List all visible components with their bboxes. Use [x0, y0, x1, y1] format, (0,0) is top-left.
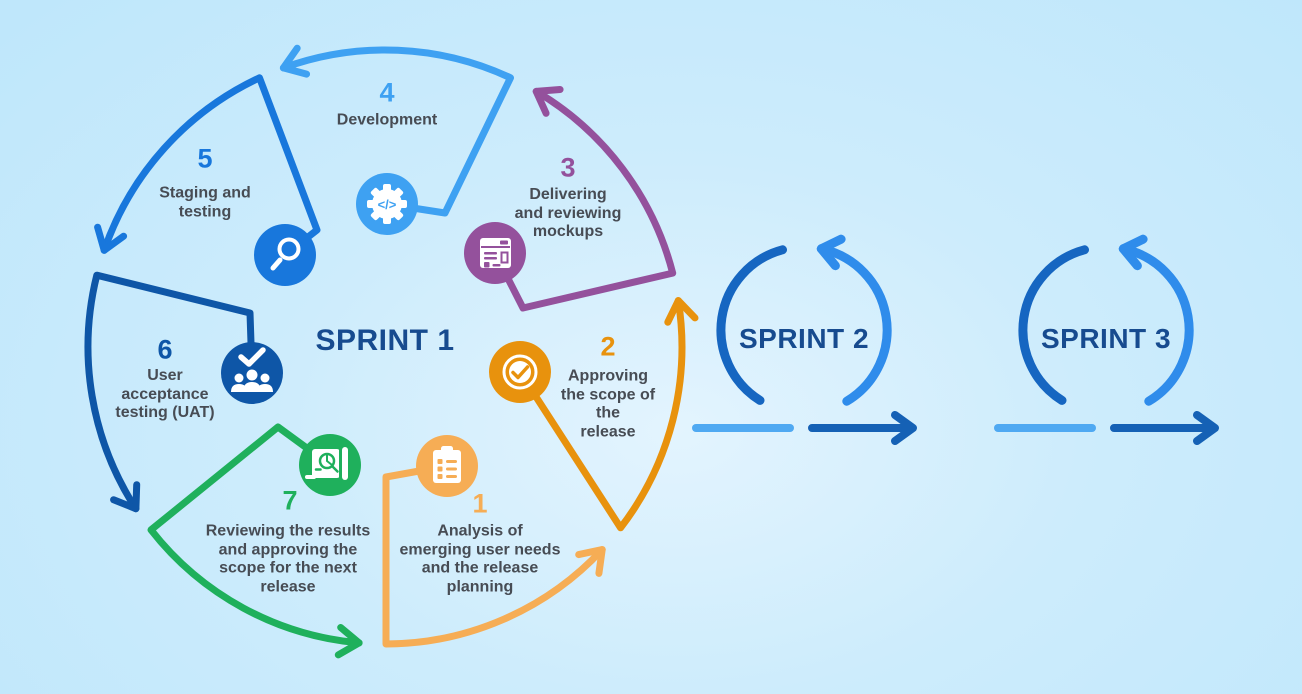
step-6-number: 6: [157, 334, 173, 365]
step-1-arrowhead: [575, 546, 606, 577]
sprint-2-title: SPRINT 2: [738, 323, 870, 354]
step-7-arc: [147, 423, 363, 647]
step-2-label: Approving the scope of the release: [560, 367, 656, 441]
step-1-number: 1: [472, 488, 488, 519]
mockup-wireframe-icon: [464, 222, 526, 284]
step-5-arrowhead: [94, 223, 128, 254]
step-3-number: 3: [560, 152, 576, 183]
step-6-arc: [84, 271, 256, 513]
sprint1-cycle: </>: [84, 44, 699, 659]
sprint3-forward-arrow: [1110, 411, 1219, 445]
step-1-label: Analysis of emerging user needs and the …: [399, 522, 561, 596]
sprint2-loop-arrowhead: [816, 234, 846, 271]
sprint3-loop: [994, 234, 1219, 445]
sprint3-left-arc: [1018, 245, 1089, 405]
sprint3-loop-arrowhead: [1118, 234, 1148, 271]
step-5-number: 5: [197, 143, 213, 174]
step-2-arc: [516, 297, 686, 532]
step-4-arrowhead: [279, 44, 311, 78]
step-5-arc: [100, 74, 321, 259]
sprint2-right-arc: [816, 244, 892, 406]
step-1-arc: [382, 462, 606, 648]
step-6-arrowhead: [110, 481, 141, 513]
step-4-number: 4: [379, 77, 395, 108]
step-7-arrowhead: [334, 624, 363, 659]
step-5-label: Staging and testing: [159, 184, 251, 220]
step-6-label: User acceptance testing (UAT): [115, 366, 215, 422]
step-3-arrowhead: [532, 86, 564, 117]
sprint2-loop: [692, 234, 917, 445]
step-4-arc: [279, 46, 514, 217]
sprint2-left-arc: [716, 245, 787, 405]
code-gear-icon: </>: [356, 173, 418, 235]
magnifier-icon: [254, 224, 316, 286]
approval-seal-icon: [489, 341, 551, 403]
sprint-1-title: SPRINT 1: [315, 324, 455, 357]
step-7-number: 7: [282, 485, 298, 516]
step-4-label: Development: [336, 111, 438, 129]
code-glyph: </>: [378, 197, 397, 212]
results-review-icon: [299, 434, 361, 496]
step-2-arrowhead: [664, 297, 699, 326]
sprint2-forward-arrow: [808, 411, 917, 445]
step-7-label: Reviewing the results and approving the …: [205, 522, 371, 596]
sprint-3-title: SPRINT 3: [1040, 323, 1172, 354]
step-3-arc: [491, 87, 677, 312]
step-2-number: 2: [600, 331, 616, 362]
step-3-label: Delivering and reviewing mockups: [514, 185, 622, 241]
clipboard-checklist-icon: [416, 435, 478, 497]
sprint3-right-arc: [1118, 244, 1194, 406]
team-check-icon: [221, 342, 283, 404]
